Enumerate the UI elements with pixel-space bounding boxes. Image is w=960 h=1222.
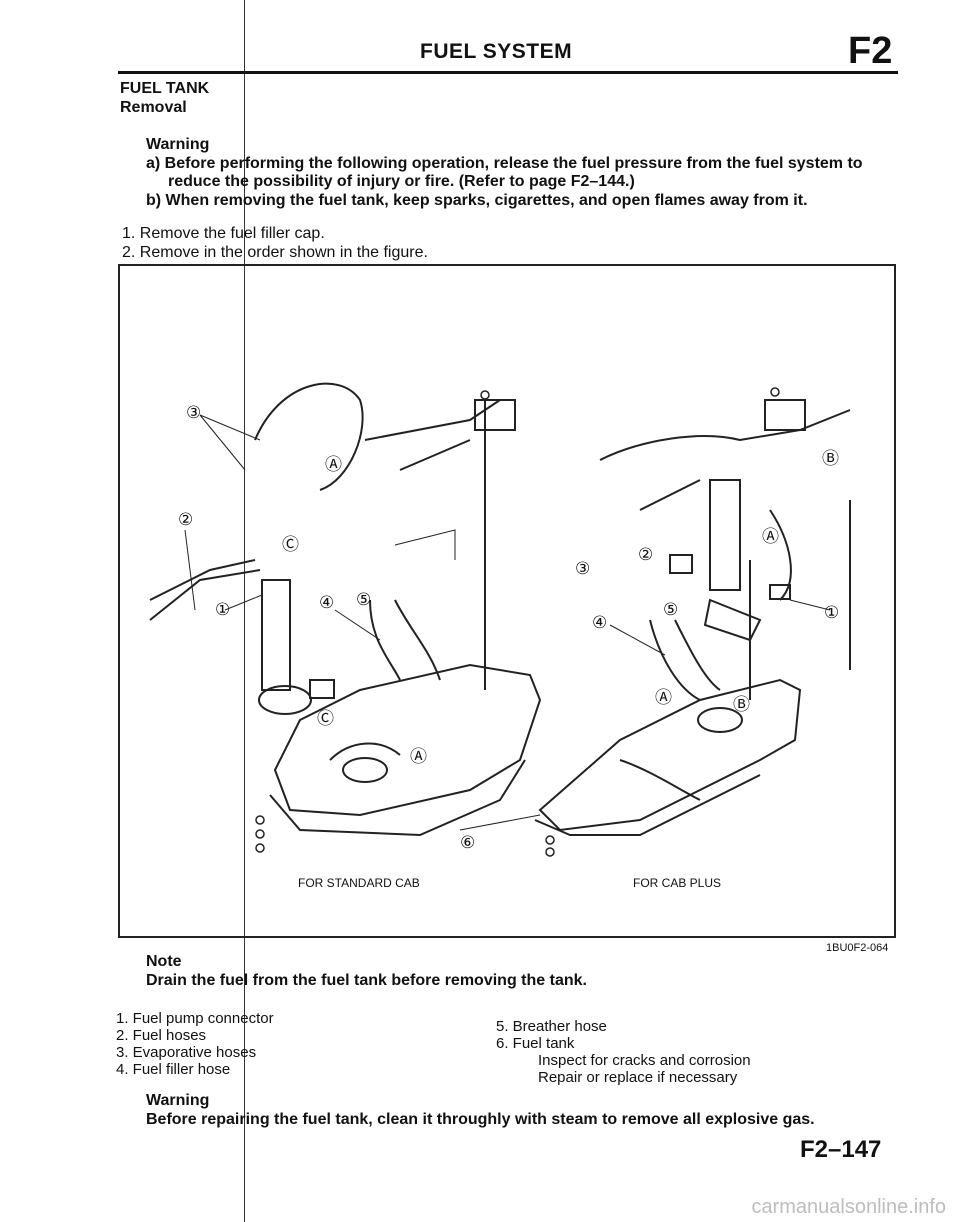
step-1: 1. Remove the fuel filler cap. <box>122 225 325 242</box>
page-number: F2–147 <box>800 1136 882 1163</box>
part-3: 3. Evaporative hoses <box>116 1044 257 1061</box>
callout-3-left: ③ <box>186 403 201 423</box>
callout-a-left-bottom: Ⓐ <box>410 747 427 767</box>
standard-filler-hose <box>369 599 401 681</box>
callout-a-right-bottom: Ⓐ <box>655 688 672 708</box>
standard-tank-pump-seat <box>342 757 388 783</box>
callout-a-left: Ⓐ <box>325 455 342 475</box>
callout-a-right: Ⓐ <box>762 527 779 547</box>
section-subtitle: Removal <box>120 99 187 116</box>
page-header-title: FUEL SYSTEM <box>420 40 573 63</box>
watermark: carmanualsonline.info <box>751 1196 946 1218</box>
callout-3-right: ③ <box>575 559 590 579</box>
cabplus-tank-base <box>534 774 761 836</box>
warning2-text: Before repairing the fuel tank, clean it… <box>146 1111 815 1128</box>
cabplus-fuel-pump <box>709 479 741 591</box>
warning2-label: Warning <box>146 1092 210 1109</box>
cabplus-evap-hoses <box>599 409 851 461</box>
part-6-detail-1: Inspect for cracks and corrosion <box>538 1052 751 1069</box>
note-label: Note <box>146 953 182 970</box>
part-6: 6. Fuel tank <box>496 1035 575 1052</box>
parts-list-right: 5. Breather hose 6. Fuel tank Inspect fo… <box>496 1018 751 1086</box>
callout-c-left-top: Ⓒ <box>282 535 299 555</box>
callout-c-left-bottom: Ⓒ <box>317 709 334 729</box>
standard-evap-hoses <box>254 382 364 491</box>
cabplus-tank-pump-seat <box>697 707 743 733</box>
part-5: 5. Breather hose <box>496 1018 607 1035</box>
section-title: FUEL TANK <box>120 80 210 97</box>
note-text: Drain the fuel from the fuel tank before… <box>146 972 587 989</box>
callout-2-left: ② <box>178 510 193 530</box>
figure-code: 1BU0F2-064 <box>826 942 889 954</box>
standard-fuel-pump <box>261 579 291 691</box>
part-6-detail-2: Repair or replace if necessary <box>538 1069 738 1086</box>
callout-1-left: ① <box>215 600 230 620</box>
figure-caption-standard-cab: FOR STANDARD CAB <box>298 876 420 890</box>
standard-breather-canister <box>474 399 516 431</box>
callout-b-right-bottom: Ⓑ <box>733 695 750 715</box>
standard-tank-body <box>273 663 542 817</box>
scan-line <box>244 0 245 1222</box>
part-4: 4. Fuel filler hose <box>116 1061 231 1078</box>
callout-1-right: ① <box>824 603 839 623</box>
warning-item-b: b) When removing the fuel tank, keep spa… <box>146 192 808 209</box>
step-2: 2. Remove in the order shown in the figu… <box>122 244 428 261</box>
callout-5-left: ⑤ <box>356 590 371 610</box>
callout-4-right: ④ <box>592 613 607 633</box>
figure-caption-cab-plus: FOR CAB PLUS <box>633 876 722 890</box>
figure-frame <box>118 264 896 938</box>
callout-2-right: ② <box>638 545 653 565</box>
callout-4-left: ④ <box>319 593 334 613</box>
cabplus-breather-canister <box>764 399 806 431</box>
warning-item-a: a) Before performing the following opera… <box>146 155 863 172</box>
part-1: 1. Fuel pump connector <box>116 1010 274 1027</box>
cabplus-filler-hose <box>649 619 701 701</box>
page-header-code: F2 <box>848 30 893 72</box>
callout-6: ⑥ <box>460 833 475 853</box>
callout-b-right-top: Ⓑ <box>822 449 839 469</box>
header-rule <box>118 71 898 74</box>
warning-label: Warning <box>146 136 210 153</box>
parts-list-left: 1. Fuel pump connector 2. Fuel hoses 3. … <box>116 1010 274 1078</box>
part-2: 2. Fuel hoses <box>116 1027 207 1044</box>
standard-tank-base <box>269 759 526 837</box>
warning-item-a-cont: reduce the possibility of injury or fire… <box>168 173 635 190</box>
callout-5-right: ⑤ <box>663 600 678 620</box>
cabplus-tank-body <box>538 678 802 832</box>
